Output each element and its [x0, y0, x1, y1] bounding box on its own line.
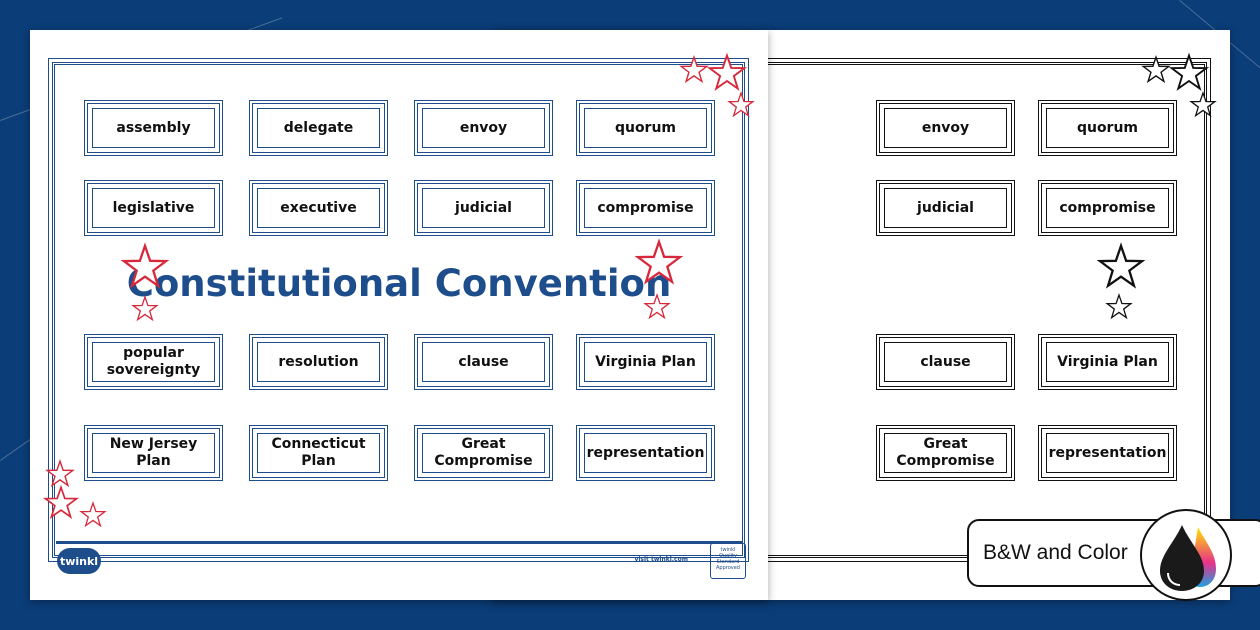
word-card: clause [876, 334, 1015, 390]
star-icon [42, 484, 80, 519]
word-card: quorum [1038, 100, 1177, 156]
worksheet-color: assembly delegate envoy quorum legislative ex… [30, 30, 768, 600]
word-card: resolution [249, 334, 388, 390]
word-card: representation [1038, 425, 1177, 481]
star-icon [634, 238, 684, 285]
word-card: compromise [1038, 180, 1177, 236]
word-card: clause [414, 334, 553, 390]
word-card: Great Compromise [876, 425, 1015, 481]
word-card: judicial [876, 180, 1015, 236]
word-card: popular sovereignty [84, 334, 223, 390]
format-label-text: B&W and Color [983, 541, 1128, 564]
twinkl-logo: twinkl [57, 548, 101, 574]
word-card: representation [576, 425, 715, 481]
word-card: Virginia Plan [576, 334, 715, 390]
word-card: quorum [576, 100, 715, 156]
word-card: Connecticut Plan [249, 425, 388, 481]
word-card: Great Compromise [414, 425, 553, 481]
star-icon [79, 501, 107, 528]
star-icon [643, 293, 671, 320]
quality-badge: twinkl Quality Standard Approved [710, 543, 746, 579]
star-icon [1105, 293, 1133, 320]
word-card: executive [249, 180, 388, 236]
star-icon [679, 54, 709, 84]
footer-divider [56, 541, 742, 544]
word-card: assembly [84, 100, 223, 156]
visit-link: visit twinkl.com [634, 556, 688, 563]
star-icon [1096, 242, 1146, 289]
word-card: compromise [576, 180, 715, 236]
star-icon [1141, 54, 1171, 84]
star-icon [1168, 52, 1210, 91]
word-card: envoy [876, 100, 1015, 156]
word-card: delegate [249, 100, 388, 156]
star-icon [120, 242, 170, 289]
star-icon [727, 91, 755, 118]
page-title: Constitutional Convention [126, 262, 672, 305]
star-icon [131, 295, 159, 322]
page-border [48, 58, 749, 562]
star-icon [706, 52, 748, 91]
ink-drops-icon [1140, 509, 1232, 601]
word-card: New Jersey Plan [84, 425, 223, 481]
star-icon [1189, 91, 1217, 118]
word-card: envoy [414, 100, 553, 156]
star-icon [45, 458, 75, 488]
word-card: Virginia Plan [1038, 334, 1177, 390]
word-card: legislative [84, 180, 223, 236]
word-card: judicial [414, 180, 553, 236]
